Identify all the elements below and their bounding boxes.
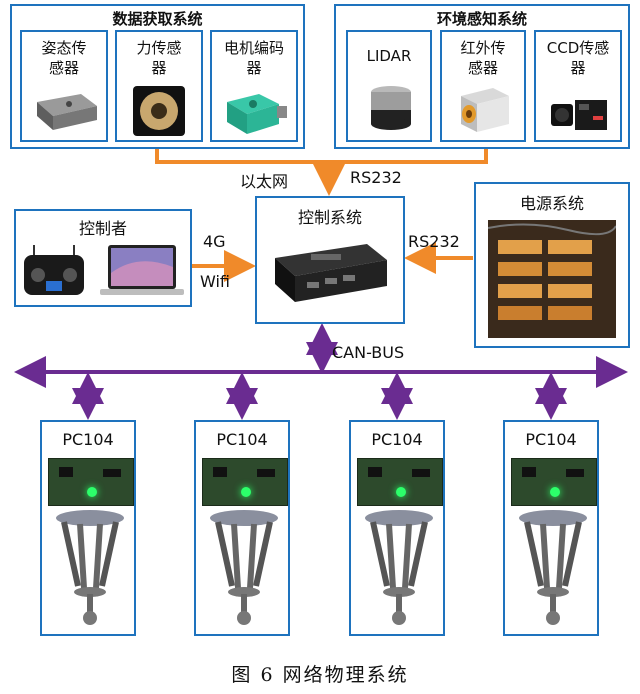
pc104-title-3: PC104 — [371, 430, 423, 449]
4g-label: 4G — [203, 232, 226, 251]
ccd-sensor-label-2: 器 — [570, 59, 586, 77]
lidar-card: LIDAR — [346, 30, 432, 142]
rs232-top-label: RS232 — [350, 168, 402, 187]
force-sensor-label-2: 器 — [151, 59, 167, 77]
figure-caption: 图 6 网络物理系统 — [231, 664, 409, 686]
wifi-label: Wifi — [200, 272, 230, 291]
force-sensor-label-1: 力传感 — [136, 39, 182, 57]
controller-box: 控制者 — [14, 209, 192, 307]
ccd-sensor-card: CCD传感器 — [534, 30, 622, 142]
pc104-module-2: PC104 — [194, 420, 290, 636]
pc104-module-1: PC104 — [40, 420, 136, 636]
rs232-right-label: RS232 — [408, 232, 460, 251]
robot-leg-icon — [365, 510, 433, 625]
infrared-sensor-card: 红外传感器 — [440, 30, 526, 142]
attitude-sensor-icon — [37, 94, 97, 130]
motor-encoder-icon — [227, 94, 287, 134]
attitude-sensor-label-2: 感器 — [48, 59, 79, 77]
pc104-module-3: PC104 — [349, 420, 445, 636]
pc104-board-icon — [48, 458, 134, 506]
environment-title: 环境感知系统 — [436, 10, 527, 28]
force-sensor-icon — [133, 86, 185, 136]
lidar-label: LIDAR — [366, 47, 412, 65]
lidar-icon — [371, 86, 411, 130]
ethernet-label: 以太网 — [240, 172, 289, 191]
data-acquisition-title: 数据获取系统 — [112, 10, 203, 28]
embedded-computer-icon — [275, 244, 387, 302]
infrared-sensor-icon — [461, 88, 509, 132]
pc104-module-4: PC104 — [503, 420, 599, 636]
controller-title: 控制者 — [78, 219, 127, 238]
ccd-camera-icon — [551, 100, 607, 130]
ethernet-connector — [155, 149, 488, 164]
control-system-box: 控制系统 — [255, 196, 405, 324]
canbus-label: CAN-BUS — [332, 343, 405, 362]
pc104-board-icon — [357, 458, 443, 506]
laptop-icon — [100, 245, 184, 295]
remote-control-icon — [24, 245, 84, 295]
pc104-title-2: PC104 — [216, 430, 268, 449]
pc104-title-4: PC104 — [525, 430, 577, 449]
motor-encoder-label-1: 电机编码 — [223, 39, 284, 57]
power-system-title: 电源系统 — [519, 194, 584, 213]
battery-pack-icon — [488, 220, 616, 338]
power-system-box: 电源系统 — [474, 182, 630, 348]
robot-leg-icon — [210, 510, 278, 625]
infrared-sensor-label-2: 感器 — [467, 59, 498, 77]
force-sensor-card: 力传感器 — [115, 30, 203, 142]
motor-encoder-label-2: 器 — [246, 59, 262, 77]
control-system-title: 控制系统 — [297, 208, 362, 227]
environment-perception-system: 环境感知系统 LIDAR 红外传感器 CCD传感器 — [334, 4, 630, 149]
pc104-board-icon — [511, 458, 597, 506]
motor-encoder-card: 电机编码器 — [210, 30, 298, 142]
robot-leg-icon — [519, 510, 587, 625]
attitude-sensor-card: 姿态传感器 — [20, 30, 108, 142]
attitude-sensor-label-1: 姿态传 — [41, 39, 87, 57]
data-acquisition-system: 数据获取系统 姿态传感器 力传感器 电机编码器 — [10, 4, 305, 149]
pc104-board-icon — [202, 458, 288, 506]
robot-leg-icon — [56, 510, 124, 625]
infrared-sensor-label-1: 红外传 — [460, 39, 506, 57]
ccd-sensor-label-1: CCD传感 — [546, 39, 610, 57]
pc104-title-1: PC104 — [62, 430, 114, 449]
